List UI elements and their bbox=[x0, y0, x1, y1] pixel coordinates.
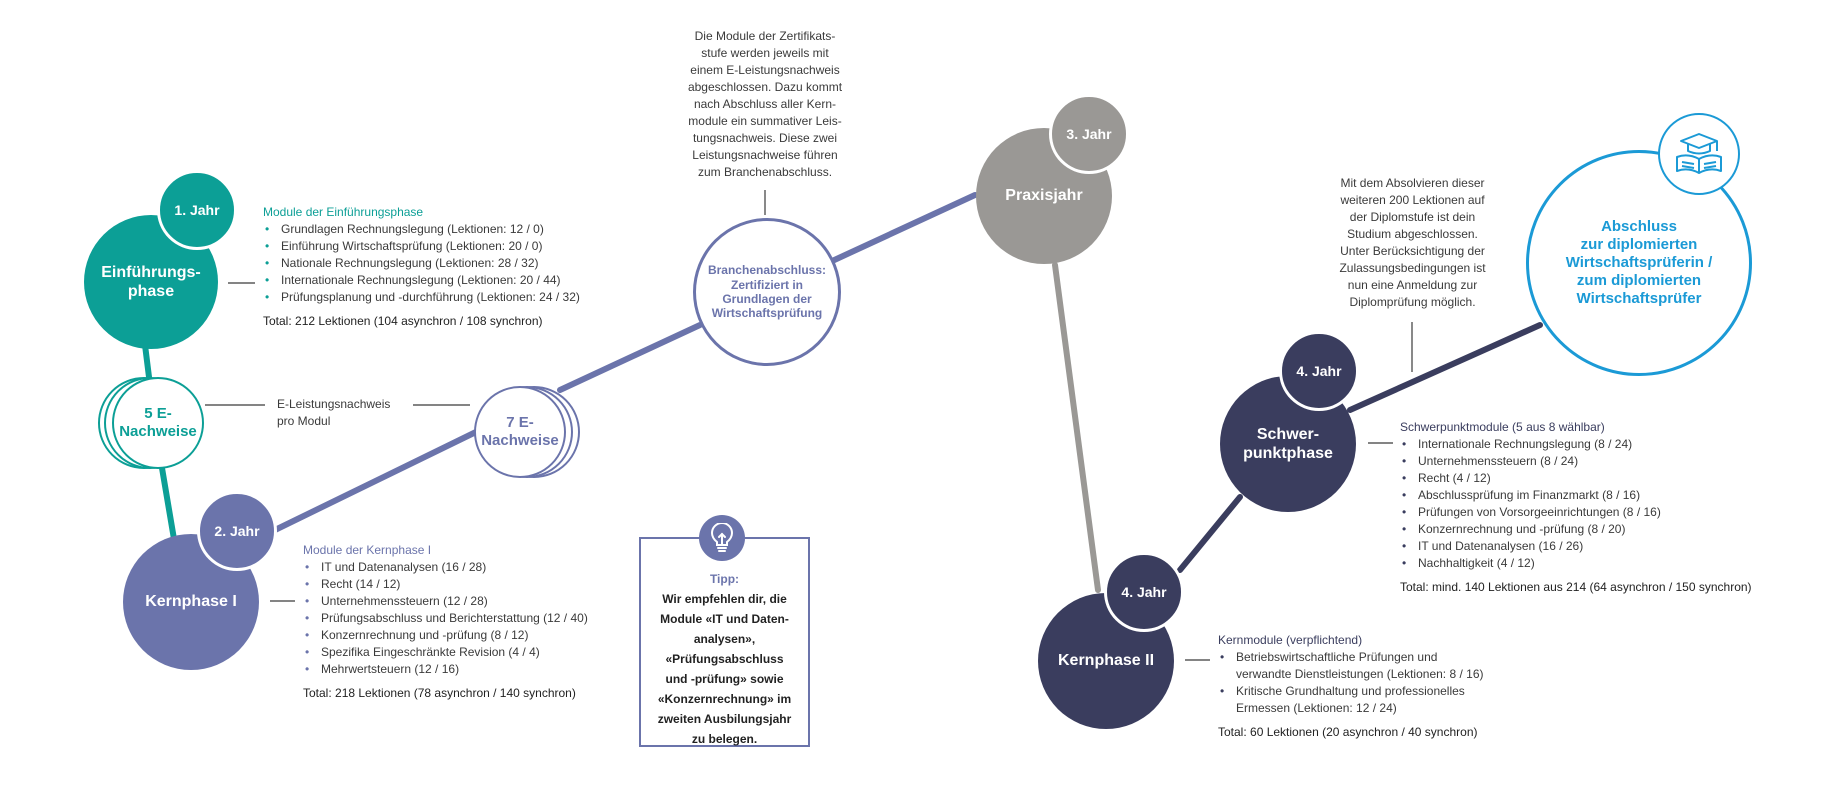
line-7e-to-branchen bbox=[557, 322, 703, 393]
year-1-badge: 1. Jahr bbox=[157, 170, 237, 250]
kern2-total: Total: 60 Lektionen (20 asynchron / 40 s… bbox=[1218, 725, 1478, 739]
list-item: Spezifika Eingeschränkte Revision (4 / 4… bbox=[303, 644, 633, 661]
tip-box: Tipp: Wir empfehlen dir, die Module «IT … bbox=[639, 537, 810, 747]
einfuehrung-list: Grundlagen Rechnungslegung (Lektionen: 1… bbox=[263, 221, 623, 306]
branchenabschluss-circle: Branchenabschluss: Zertifiziert in Grund… bbox=[693, 218, 841, 366]
list-item: Konzernrechnung und -prüfung (8 / 12) bbox=[303, 627, 633, 644]
tip-text: Wir empfehlen dir, die Module «IT und Da… bbox=[657, 592, 792, 746]
list-item: IT und Datenanalysen (16 / 28) bbox=[303, 559, 633, 576]
kern1-total: Total: 218 Lektionen (78 asynchron / 140… bbox=[303, 686, 576, 700]
year-3-badge: 3. Jahr bbox=[1049, 94, 1129, 174]
list-item: Internationale Rechnungslegung (Lektione… bbox=[263, 272, 623, 289]
tip-title: Tipp: bbox=[709, 572, 740, 586]
list-item: Nationale Rechnungslegung (Lektionen: 28… bbox=[263, 255, 623, 272]
year-4-kern-badge: 4. Jahr bbox=[1104, 552, 1184, 632]
kern2-list: Betriebswirtschaftliche Prüfungen und ve… bbox=[1218, 649, 1548, 717]
diplom-note: Mit dem Absolvieren dieser weiteren 200 … bbox=[1339, 176, 1486, 309]
year-2-badge: 2. Jahr bbox=[197, 491, 277, 571]
abschluss-circle: Abschluss zur diplomierten Wirtschaftspr… bbox=[1526, 150, 1752, 376]
list-item: Prüfungsplanung und -durchführung (Lekti… bbox=[263, 289, 623, 306]
line-branchen-to-praxis bbox=[827, 192, 978, 265]
e-leistungsnachweis-note: E-Leistungsnachweis pro Modul bbox=[277, 397, 391, 428]
list-item: Einführung Wirtschaftsprüfung (Lektionen… bbox=[263, 238, 623, 255]
e-nachweise-7-circle: 7 E- Nachweise bbox=[474, 386, 566, 478]
list-item: Unternehmenssteuern (8 / 24) bbox=[1400, 453, 1810, 470]
schwer-list: Internationale Rechnungslegung (8 / 24) … bbox=[1400, 436, 1810, 572]
kern1-heading: Module der Kernphase I bbox=[303, 543, 432, 557]
line-schwer-to-abschluss bbox=[1347, 322, 1543, 413]
kern2-heading: Kernmodule (verpflichtend) bbox=[1218, 633, 1363, 647]
schwer-total: Total: mind. 140 Lektionen aus 214 (64 a… bbox=[1400, 580, 1752, 594]
list-item: Internationale Rechnungslegung (8 / 24) bbox=[1400, 436, 1810, 453]
einfuehrung-modules: Module der Einführungsphase Grundlagen R… bbox=[263, 204, 623, 330]
list-item: Unternehmenssteuern (12 / 28) bbox=[303, 593, 633, 610]
list-item: Abschlussprüfung im Finanzmarkt (8 / 16) bbox=[1400, 487, 1810, 504]
line-5e-to-kern1 bbox=[159, 465, 178, 548]
list-item: Recht (4 / 12) bbox=[1400, 470, 1810, 487]
kernphase-2-modules: Kernmodule (verpflichtend) Betriebswirts… bbox=[1218, 632, 1548, 741]
graduation-badge bbox=[1658, 113, 1740, 195]
list-item: Betriebswirtschaftliche Prüfungen und ve… bbox=[1218, 649, 1548, 683]
zertifikat-note: Die Module der Zertifikats- stufe werden… bbox=[687, 29, 843, 179]
line-kern2-to-schwer bbox=[1177, 494, 1243, 573]
list-item: Nachhaltigkeit (4 / 12) bbox=[1400, 555, 1810, 572]
kern1-list: IT und Datenanalysen (16 / 28) Recht (14… bbox=[303, 559, 633, 678]
schwer-heading: Schwerpunktmodule (5 aus 8 wählbar) bbox=[1400, 420, 1605, 434]
list-item: Kritische Grundhaltung und professionell… bbox=[1218, 683, 1548, 717]
graduation-cap-book-icon bbox=[1676, 133, 1722, 174]
einfuehrung-heading: Module der Einführungsphase bbox=[263, 205, 424, 219]
list-item: Konzernrechnung und -prüfung (8 / 20) bbox=[1400, 521, 1810, 538]
year-4-schwer-badge: 4. Jahr bbox=[1279, 331, 1359, 411]
line-kern1-to-7e bbox=[272, 427, 483, 533]
einfuehrung-total: Total: 212 Lektionen (104 asynchron / 10… bbox=[263, 314, 543, 328]
list-item: Prüfungsabschluss und Berichterstattung … bbox=[303, 610, 633, 627]
kernphase-1-modules: Module der Kernphase I IT und Datenanaly… bbox=[303, 542, 633, 702]
list-item: Recht (14 / 12) bbox=[303, 576, 633, 593]
lightbulb-icon bbox=[710, 523, 734, 552]
line-praxis-to-kern2 bbox=[1052, 262, 1101, 593]
e-nachweise-5-circle: 5 E- Nachweise bbox=[112, 377, 204, 469]
list-item: IT und Datenanalysen (16 / 26) bbox=[1400, 538, 1810, 555]
list-item: Prüfungen von Vorsorgeeinrichtungen (8 /… bbox=[1400, 504, 1810, 521]
list-item: Grundlagen Rechnungslegung (Lektionen: 1… bbox=[263, 221, 623, 238]
schwerpunktphase-circle: Schwer- punktphase bbox=[1220, 376, 1356, 512]
list-item: Mehrwertsteuern (12 / 16) bbox=[303, 661, 633, 678]
lightbulb-badge bbox=[699, 515, 745, 561]
schwerpunkt-modules: Schwerpunktmodule (5 aus 8 wählbar) Inte… bbox=[1400, 419, 1810, 596]
kernphase-2-circle: Kernphase II bbox=[1038, 593, 1174, 729]
